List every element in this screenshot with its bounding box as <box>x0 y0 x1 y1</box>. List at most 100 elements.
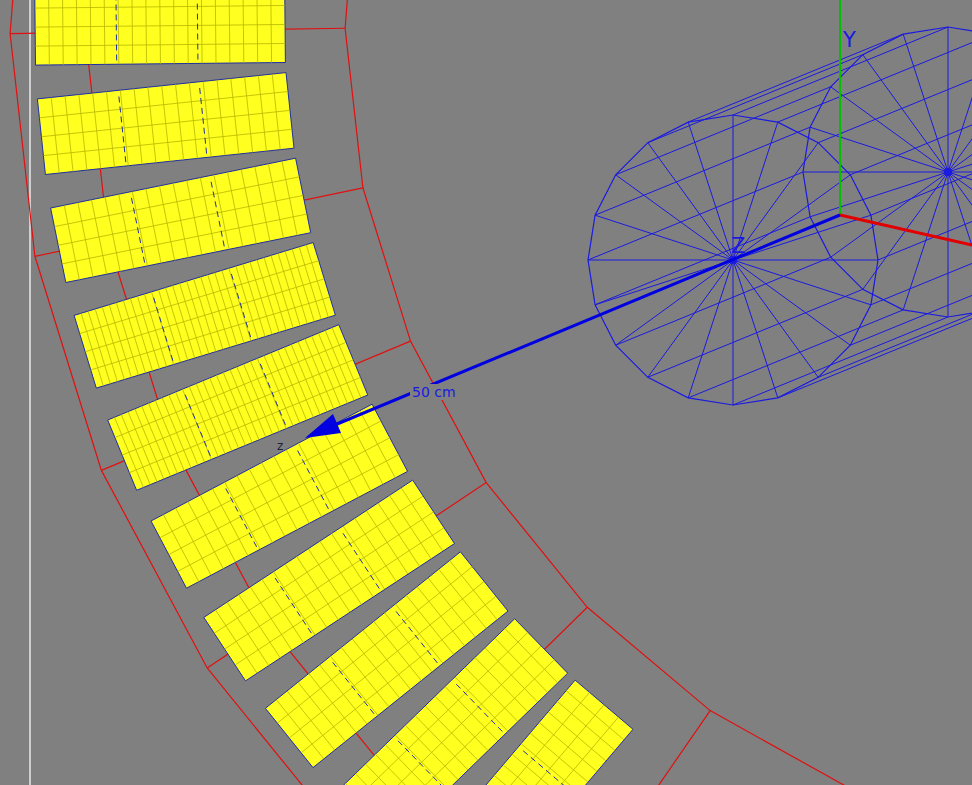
module-body <box>35 0 286 65</box>
module-body <box>413 680 633 785</box>
envelope-outline <box>10 0 850 785</box>
cylinder-edge <box>778 34 972 122</box>
module-grid <box>159 0 161 64</box>
cylinder-spoke <box>863 55 948 172</box>
cylinder-spoke <box>733 260 778 398</box>
module-grid <box>201 0 203 63</box>
module-grid <box>35 5 285 8</box>
cylinder-spoke <box>595 215 733 260</box>
cylinder-spoke <box>903 34 948 172</box>
module-body <box>37 73 294 175</box>
axis-label: Z <box>731 236 745 257</box>
cylinder-edge <box>871 217 972 305</box>
cylinder-spoke <box>948 87 972 172</box>
module-detail <box>199 86 206 154</box>
cylinder-spoke <box>733 260 818 377</box>
cylinder-spoke <box>688 122 733 260</box>
module-detail <box>521 749 573 785</box>
cylinder-spoke <box>733 260 850 345</box>
cylinder-edge <box>688 34 903 122</box>
cylinder-spoke <box>733 260 878 261</box>
module-grid <box>375 754 428 785</box>
module-detail <box>231 272 251 337</box>
cylinder-edge <box>595 217 810 305</box>
module-detail <box>211 179 225 246</box>
y-axis <box>839 0 841 215</box>
module-grid <box>145 0 147 64</box>
cylinder-spoke <box>948 172 949 317</box>
cylinder-spoke <box>648 143 733 260</box>
module-grid <box>229 0 231 63</box>
module-grid <box>521 744 579 785</box>
module-grid <box>62 0 64 65</box>
module-grid <box>242 0 244 63</box>
cylinder-edge <box>850 87 972 175</box>
scale-label: 50 cm <box>410 384 458 400</box>
cylinder-edge <box>778 310 972 398</box>
module-grid <box>385 745 438 785</box>
z-arrowhead <box>305 414 341 438</box>
frame-line <box>29 0 31 785</box>
module-detail <box>131 196 145 263</box>
module-detail <box>396 739 444 785</box>
cylinder-spoke <box>733 260 734 405</box>
module-detail <box>115 0 117 60</box>
cylinder-edge <box>595 127 810 215</box>
cylinder-spoke <box>616 260 733 345</box>
module-grid <box>395 735 448 785</box>
module-detail <box>296 448 328 508</box>
cylinder-edge <box>871 127 972 215</box>
axis-label: z <box>277 440 283 452</box>
cylinder-spoke <box>810 127 948 172</box>
cylinder-spoke <box>948 34 972 172</box>
cylinder-edge <box>616 257 831 345</box>
module-grid <box>90 0 92 65</box>
module-detail <box>153 295 173 360</box>
cylinder-spoke <box>810 172 948 217</box>
cylinder-edge <box>616 87 831 175</box>
detector-modules <box>35 0 633 785</box>
cylinder-spoke <box>588 260 733 261</box>
module-grid <box>104 0 106 64</box>
cylinder-spoke <box>903 172 948 310</box>
module-grid <box>160 421 381 538</box>
cylinder-cap <box>803 27 972 317</box>
cylinder-edge <box>818 289 972 377</box>
module-grid <box>494 775 552 785</box>
cylinder-spoke <box>948 55 972 172</box>
module-grid <box>43 129 292 155</box>
module-grid <box>131 0 133 64</box>
cylinder-edge <box>648 55 863 143</box>
cylinder-edge <box>688 310 903 398</box>
module-grid <box>270 0 272 63</box>
cylinder-spoke <box>688 260 733 398</box>
detector-module <box>37 73 294 175</box>
beam-pipe-wireframe <box>588 27 972 405</box>
module-grid <box>48 0 50 65</box>
module-detail <box>197 0 199 60</box>
module-detail <box>342 531 380 588</box>
z-axis <box>330 215 840 427</box>
module-grid <box>256 0 258 63</box>
module-grid <box>442 705 604 785</box>
cylinder-spoke <box>831 172 948 257</box>
module-grid <box>349 632 528 785</box>
cylinder-edge <box>733 317 948 405</box>
cylinder-center <box>944 168 952 176</box>
cylinder-spoke <box>733 215 871 260</box>
module-detail <box>455 682 503 731</box>
module-grid <box>41 110 290 136</box>
detector-module <box>413 680 633 785</box>
module-detail <box>184 393 210 456</box>
module-grid <box>457 717 619 785</box>
module-grid <box>80 261 319 334</box>
module-grid <box>428 692 590 785</box>
module-grid <box>35 43 285 46</box>
module-grid <box>187 0 189 63</box>
module-grid <box>512 754 570 785</box>
module-grid <box>58 195 303 245</box>
module-detail <box>259 362 285 425</box>
axis-label: Y <box>843 30 856 51</box>
module-grid <box>39 91 288 117</box>
module-grid <box>54 177 299 227</box>
